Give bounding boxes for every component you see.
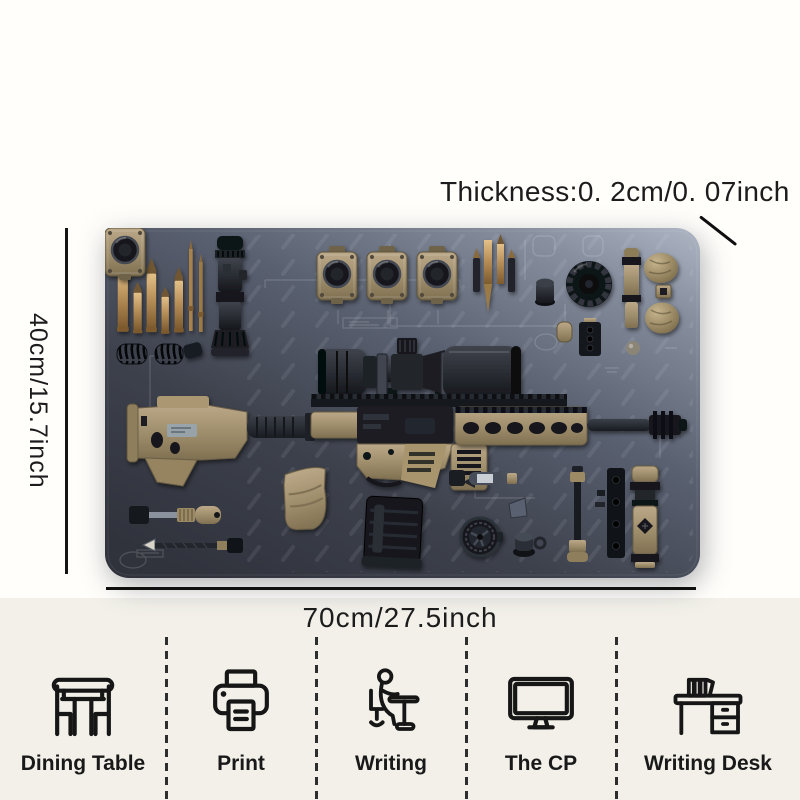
tiny-part-b xyxy=(595,502,605,507)
gun-mat-photo xyxy=(105,228,700,578)
knob xyxy=(535,278,555,306)
feature-label: The CP xyxy=(504,752,578,775)
tiny-part-a xyxy=(597,490,605,496)
feature-writing-desk: Writing Desk xyxy=(616,640,800,792)
tan-tool xyxy=(622,248,641,328)
thickness-pointer-line xyxy=(699,215,738,247)
buffer-tube xyxy=(247,413,315,441)
feature-divider xyxy=(165,637,168,800)
feature-label: Print xyxy=(217,752,265,775)
magazine xyxy=(361,495,424,569)
dining-table-icon xyxy=(51,677,115,737)
height-measure-line xyxy=(65,228,68,574)
feature-divider xyxy=(315,637,318,800)
springs xyxy=(116,343,184,365)
wedge-part xyxy=(508,497,528,519)
feature-label: Dining Table xyxy=(20,752,146,775)
height-label: 40cm/15.7inch xyxy=(24,313,52,489)
gauge xyxy=(459,516,503,558)
pouches xyxy=(105,228,459,306)
small-sphere xyxy=(626,341,640,355)
feature-label: Writing xyxy=(355,752,427,775)
sphere-highlight xyxy=(628,343,634,349)
pistol-grip xyxy=(283,467,327,531)
width-label: 70cm/27.5inch xyxy=(302,602,498,633)
small-tan-cylinder xyxy=(556,321,573,343)
feature-divider xyxy=(465,637,468,800)
gear-cap xyxy=(566,261,612,307)
monitor-icon xyxy=(508,676,574,730)
writing-icon xyxy=(369,668,420,731)
plate-with-holes xyxy=(579,318,601,356)
feature-dining-table: Dining Table xyxy=(0,640,166,792)
feature-print: Print xyxy=(166,640,316,792)
bullets-group xyxy=(117,240,204,334)
pot-knob xyxy=(513,532,547,557)
guide-rod xyxy=(567,466,588,562)
feature-writing: Writing xyxy=(316,640,466,792)
monocular xyxy=(183,236,249,359)
handguard-barrel xyxy=(454,406,687,446)
printer-icon xyxy=(213,669,269,732)
feature-the-cp: The CP xyxy=(466,640,616,792)
buffer-assembly-tool xyxy=(129,506,221,524)
rail xyxy=(311,394,567,407)
feature-label: Writing Desk xyxy=(644,752,772,775)
bullet-cluster xyxy=(473,234,515,312)
cleaning-rod xyxy=(141,538,243,553)
thickness-label: Thickness:0. 2cm/0. 07inch xyxy=(440,176,790,207)
small-parts-row xyxy=(449,470,517,486)
buttstock xyxy=(126,396,248,487)
width-measure-line xyxy=(106,587,696,590)
writing-desk-icon xyxy=(673,677,743,736)
standing-scope xyxy=(630,465,660,568)
feature-divider xyxy=(615,637,618,800)
rail-strip xyxy=(607,468,625,558)
grenade-pouches xyxy=(644,253,679,334)
